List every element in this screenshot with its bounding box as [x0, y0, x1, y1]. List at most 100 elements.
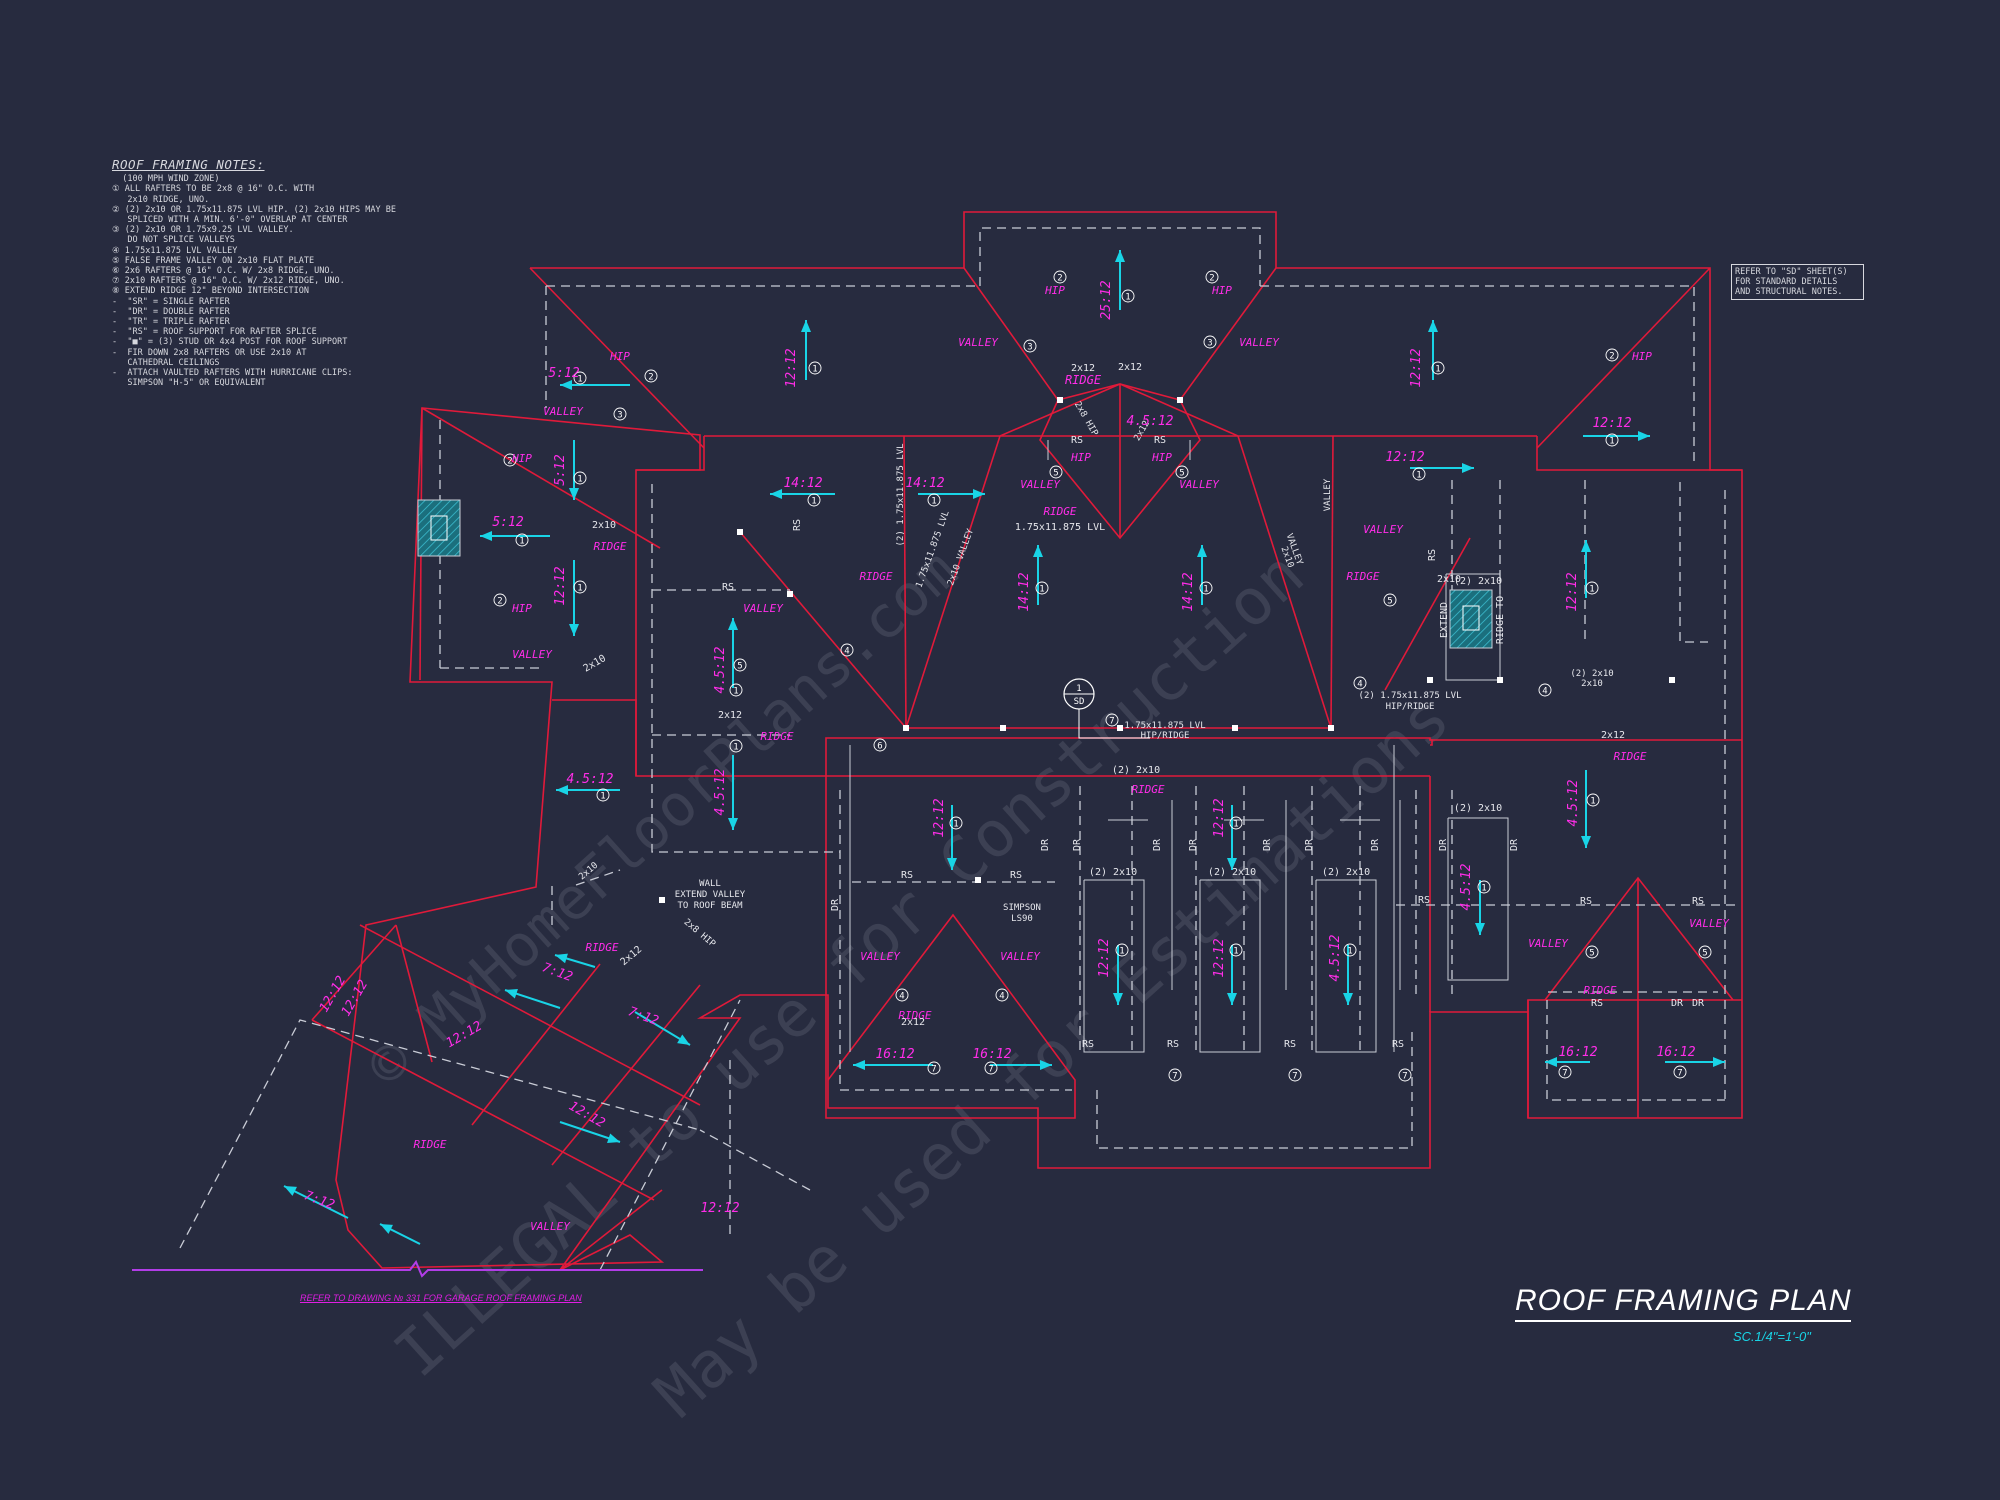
post-marker: [1328, 725, 1334, 731]
pitch-label: 12:12: [700, 1201, 739, 1216]
note-tag: 5: [733, 658, 747, 672]
pitch-label: 14:12: [1181, 572, 1196, 611]
rafter-arrow: [853, 1060, 933, 1070]
note-tag-number: 1: [733, 742, 738, 752]
plan-title: ROOF FRAMING PLAN: [1515, 1284, 1852, 1322]
note-tag: 7: [984, 1061, 998, 1075]
pitch-label: 12:12: [1097, 938, 1112, 977]
note-tag-number: 4: [1542, 686, 1547, 696]
note-tag-number: 3: [617, 410, 622, 420]
post-marker: [659, 897, 665, 903]
post-marker: [975, 877, 981, 883]
note-tag-number: 5: [1387, 596, 1392, 606]
dimension-label: LS90: [1011, 914, 1033, 924]
pitch-label: 12:12: [1409, 348, 1424, 387]
note-tag-number: 1: [1233, 946, 1238, 956]
dimension-label: DR: [1438, 838, 1449, 851]
dimension-label: WALL: [699, 879, 721, 889]
note-tag-number: 1: [1119, 946, 1124, 956]
rafter-arrow: [1475, 880, 1485, 935]
note-tag-number: 2: [1209, 273, 1214, 283]
framing-member-label: RIDGE: [1131, 783, 1164, 796]
pitch-label: 4.5:12: [713, 768, 728, 815]
refer-line: AND STRUCTURAL NOTES.: [1735, 287, 1843, 297]
dimension-label: (2) 2x10: [1322, 867, 1370, 878]
pitch-label: 4.5:12: [1566, 779, 1581, 826]
dimension-label: DR: [1509, 838, 1520, 851]
post-marker: [1000, 725, 1006, 731]
note-tag: 6: [873, 738, 887, 752]
note-tag-number: 1: [1203, 584, 1208, 594]
note-tag-number: 7: [1562, 1068, 1567, 1078]
note-tag-number: 7: [1109, 716, 1114, 726]
dimension-label: 2x10: [582, 653, 608, 675]
framing-member-label: RIDGE: [1583, 984, 1616, 997]
pitch-label: 12:12: [1565, 572, 1580, 611]
section-marker: 1 SD: [1063, 678, 1150, 739]
note-tag: 7: [1558, 1065, 1572, 1079]
note-tag: 1: [1229, 943, 1243, 957]
dimension-label: EXTEND VALLEY: [675, 890, 746, 900]
post-marker: [737, 529, 743, 535]
pitch-label: 16:12: [875, 1047, 914, 1062]
note-line: SIMPSON "H-5" OR EQUIVALENT: [112, 378, 266, 389]
dimension-label: DR: [1040, 838, 1051, 851]
pitch-label: 5:12: [553, 454, 568, 485]
framing-member-label: RIDGE: [413, 1138, 446, 1151]
dimension-label: 2x10: [1437, 574, 1461, 585]
post-marker: [787, 591, 793, 597]
note-tag: 2: [1053, 270, 1067, 284]
note-tag: 1: [1431, 361, 1445, 375]
dimension-label: DR: [1072, 838, 1083, 851]
note-tag-number: 1: [812, 364, 817, 374]
note-tag-number: 1: [600, 791, 605, 801]
note-tag-number: 2: [1609, 351, 1614, 361]
note-tag: 1: [729, 739, 743, 753]
rafter-arrow: [283, 1185, 349, 1219]
note-line: 2x10 RIDGE, UNO.: [112, 194, 210, 205]
note-tag: 1: [573, 580, 587, 594]
framing-member-label: RIDGE: [1613, 750, 1646, 763]
pitch-label: 7:12: [302, 1188, 337, 1213]
note-tag: 5: [1585, 945, 1599, 959]
dimension-label: RS: [901, 870, 913, 881]
rafter-arrow: [1033, 545, 1043, 605]
note-tag: 2: [503, 453, 517, 467]
note-tag: 1: [1412, 467, 1426, 481]
rafter-arrow: [728, 618, 738, 688]
rafter-arrow: [1581, 770, 1591, 848]
pitch-label: 4.5:12: [1459, 863, 1474, 910]
dimension-label: RS: [1010, 870, 1022, 881]
note-tag-number: 4: [899, 991, 904, 1001]
note-tag-number: 7: [1292, 1071, 1297, 1081]
framing-member-label: RIDGE: [1043, 505, 1076, 518]
note-tag-number: 6: [877, 741, 882, 751]
framing-member-label: VALLEY: [1020, 478, 1061, 491]
dimension-label: 2x10: [592, 520, 616, 531]
note-line: - ATTACH VAULTED RAFTERS WITH HURRICANE …: [112, 368, 353, 379]
note-line: ④ 1.75x11.875 LVL VALLEY: [112, 245, 238, 256]
note-tag: 4: [1538, 683, 1552, 697]
pitch-label: 16:12: [1656, 1045, 1695, 1060]
rafter-arrow: [379, 1223, 421, 1245]
note-tag: 1: [949, 816, 963, 830]
note-tag-number: 4: [999, 991, 1004, 1001]
note-line: ⑧ EXTEND RIDGE 12" BEYOND INTERSECTION: [112, 286, 309, 297]
rafter-direction-arrows: [283, 250, 1725, 1245]
note-tag-number: 1: [1416, 470, 1421, 480]
note-tag: 7: [1168, 1068, 1182, 1082]
post-marker: [1057, 397, 1063, 403]
dimension-label: RS: [1154, 435, 1166, 446]
pitch-label: 4.5:12: [713, 646, 728, 693]
dimension-label: RS: [1284, 1039, 1296, 1050]
note-tag-number: 1: [931, 496, 936, 506]
pitch-label: 4.5:12: [1328, 934, 1343, 981]
watermark-line-1: © MyHomeFloorPlans.com: [354, 536, 970, 1101]
pitch-label: 25:12: [1099, 280, 1114, 319]
framing-member-label: VALLEY: [1000, 950, 1041, 963]
dimension-label: VALLEY: [1323, 478, 1333, 511]
note-line: - "DR" = DOUBLE RAFTER: [112, 306, 230, 317]
pitch-label: 14:12: [1017, 572, 1032, 611]
framing-member-label: RIDGE: [898, 1009, 931, 1022]
standard-details-reference-box: REFER TO "SD" SHEET(S) FOR STANDARD DETA…: [1731, 264, 1864, 300]
